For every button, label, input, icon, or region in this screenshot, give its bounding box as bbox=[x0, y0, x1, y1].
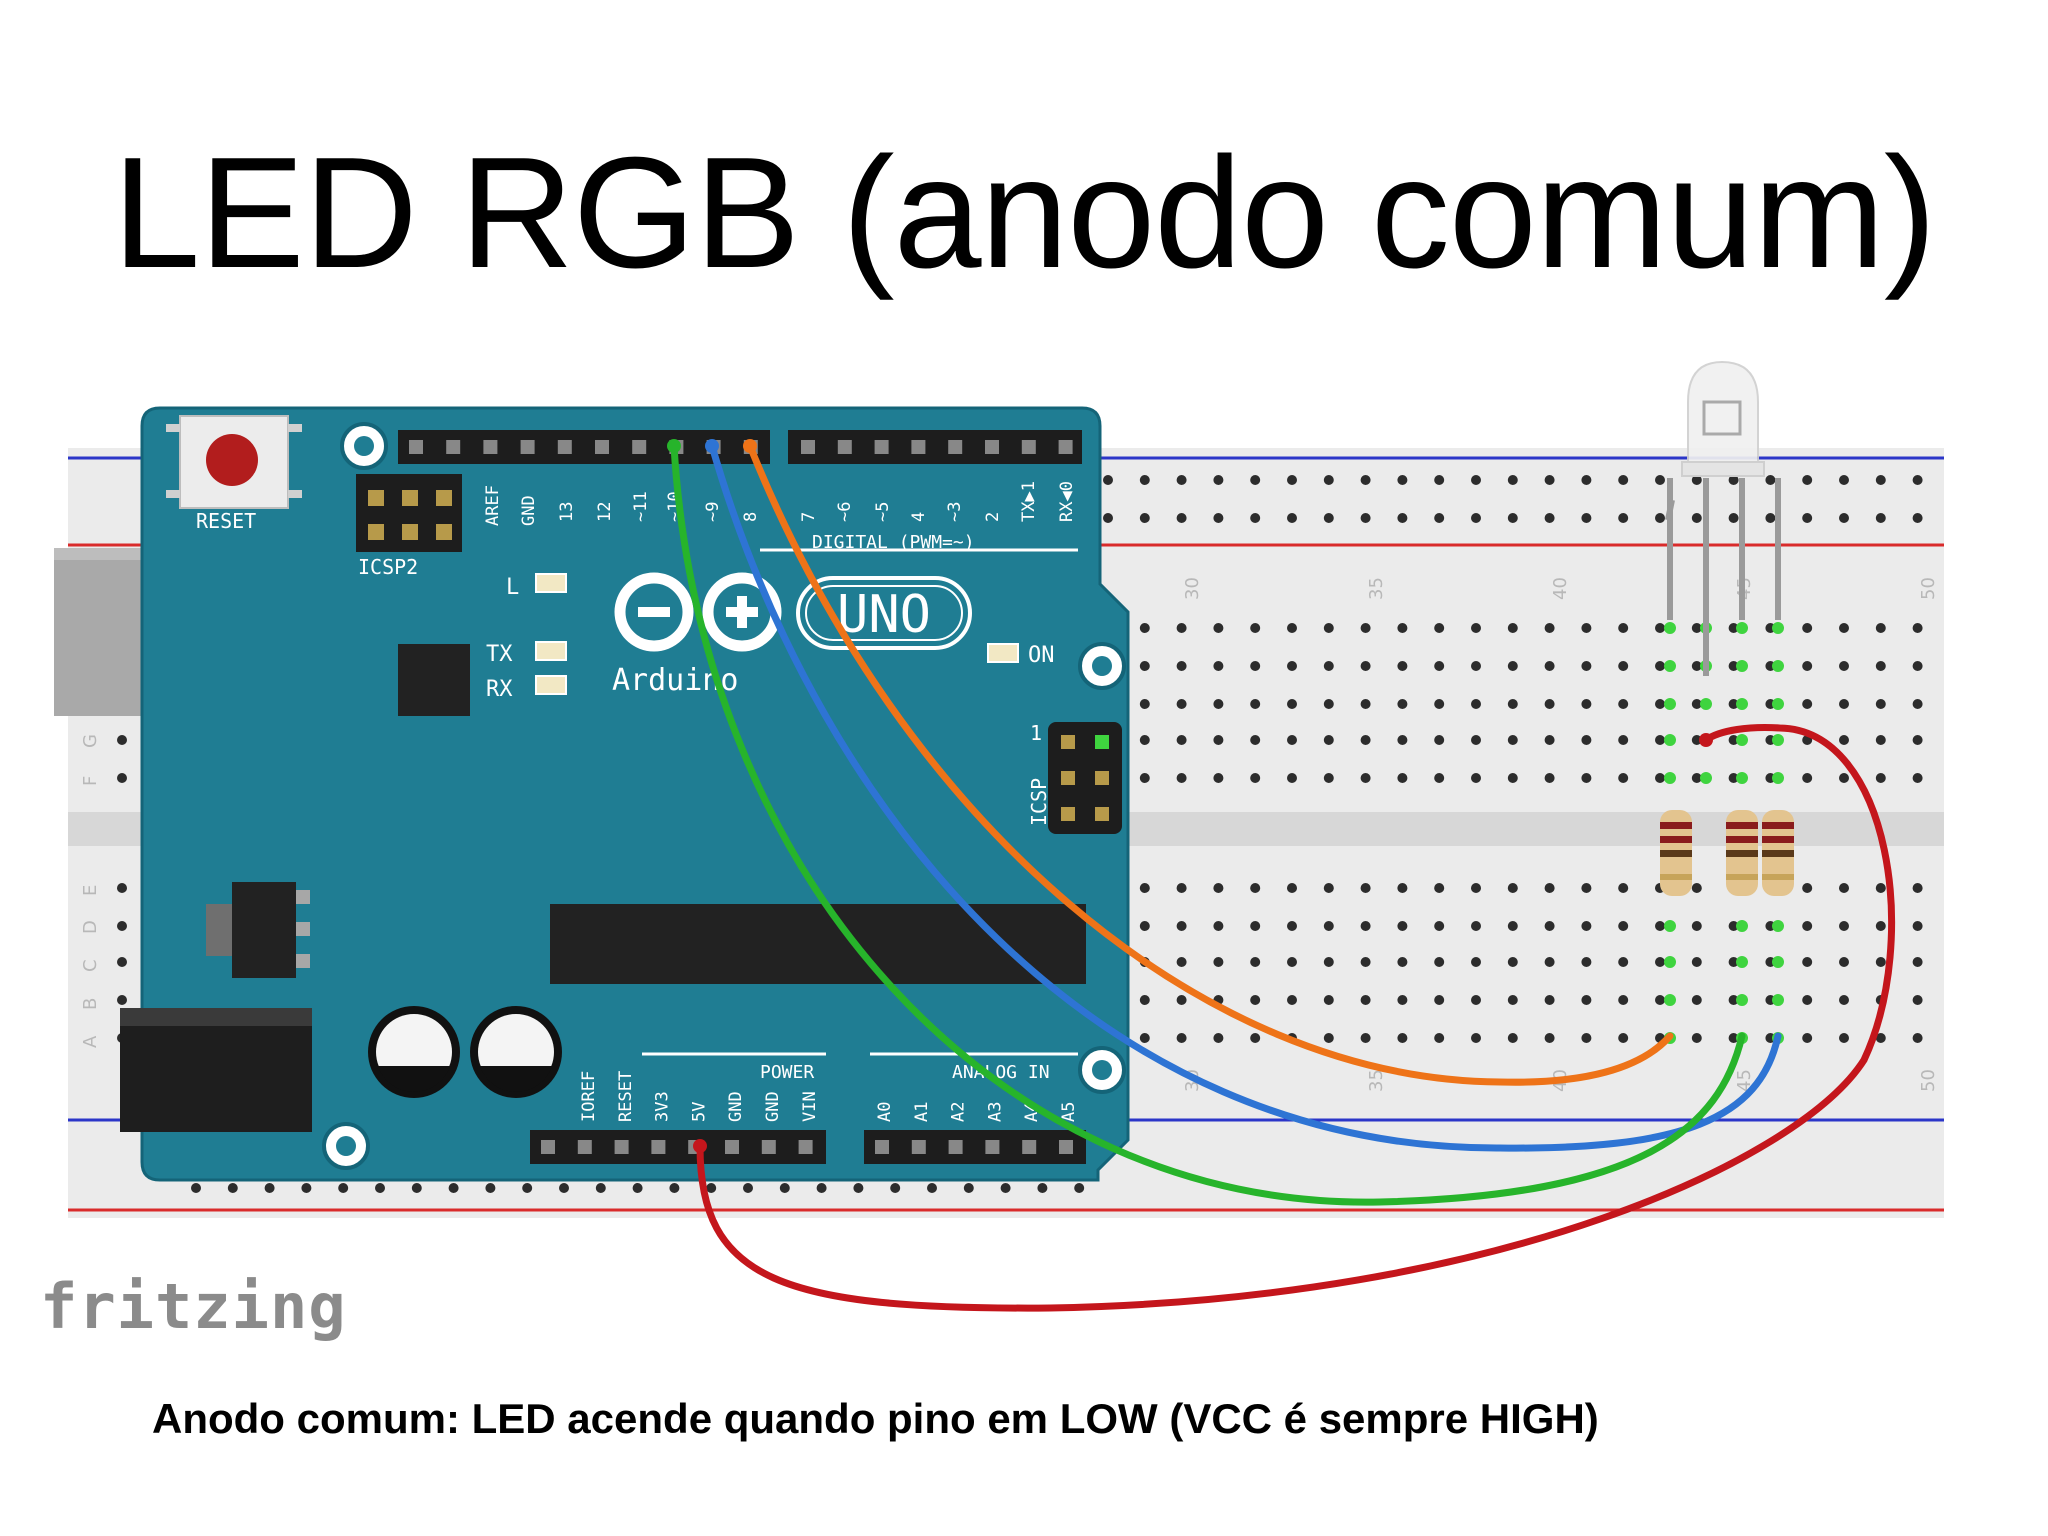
microcontroller-chip bbox=[550, 904, 1086, 984]
digital-header bbox=[398, 430, 1082, 464]
power-pin-label: 3V3 bbox=[653, 1091, 673, 1122]
led-tx bbox=[535, 641, 567, 661]
slide-caption: Anodo comum: LED acende quando pino em L… bbox=[152, 1395, 1599, 1442]
icsp-pin1-label: 1 bbox=[1030, 721, 1042, 745]
digital-pin-label: GND bbox=[519, 495, 539, 526]
led-tx-label: TX bbox=[486, 642, 513, 667]
board-model: UNO bbox=[837, 585, 931, 645]
power-pin-label: GND bbox=[726, 1091, 746, 1122]
digital-pin-label: 4 bbox=[909, 512, 929, 522]
power-pin-label: VIN bbox=[800, 1091, 820, 1122]
slide-title: LED RGB (anodo comum) bbox=[112, 125, 1936, 301]
power-header-label: POWER bbox=[760, 1062, 814, 1083]
resistor-left bbox=[1660, 810, 1692, 896]
usb-chip bbox=[398, 644, 470, 716]
led-l bbox=[535, 573, 567, 593]
row-letter-g: G bbox=[80, 734, 101, 748]
led-on bbox=[987, 643, 1019, 663]
breadboard-column-numbers-top: 30 35 40 45 50 bbox=[1182, 577, 1939, 600]
col-number-45-bottom: 45 bbox=[1734, 1069, 1755, 1092]
power-pin-labels: IOREF RESET 3V3 5V GND GND VIN bbox=[579, 1071, 820, 1122]
row-letter-c: C bbox=[80, 959, 101, 972]
breadboard-row-letters: G F E D C B A bbox=[80, 734, 101, 1048]
led-l-label: L bbox=[506, 575, 519, 600]
icsp2-header bbox=[356, 474, 462, 552]
icsp-header bbox=[1048, 722, 1122, 834]
arduino-board bbox=[140, 406, 1130, 1182]
power-pin-label: RESET bbox=[616, 1071, 636, 1122]
resistor-right bbox=[1762, 810, 1794, 896]
analog-pin-label: A5 bbox=[1059, 1102, 1079, 1122]
capacitor-1 bbox=[368, 1006, 460, 1098]
row-letter-e: E bbox=[80, 885, 101, 896]
digital-pin-label: RX◀0 bbox=[1057, 481, 1077, 522]
rgb-led bbox=[1665, 360, 1781, 676]
analog-pin-label: A3 bbox=[985, 1102, 1005, 1122]
analog-pin-label: A1 bbox=[912, 1102, 932, 1122]
row-letter-f: F bbox=[80, 776, 101, 786]
digital-pin-label: 7 bbox=[799, 512, 819, 522]
digital-pin-label: 2 bbox=[983, 512, 1003, 522]
voltage-regulator bbox=[206, 882, 310, 978]
col-number-50-bottom: 50 bbox=[1918, 1069, 1939, 1092]
fritzing-watermark: fritzing bbox=[40, 1270, 347, 1343]
row-letter-a: A bbox=[80, 1035, 101, 1048]
col-number-35-bottom: 35 bbox=[1366, 1069, 1387, 1092]
digital-pin-label: TX▶1 bbox=[1019, 481, 1039, 522]
analog-pin-label: A0 bbox=[875, 1102, 895, 1122]
led-on-label: ON bbox=[1028, 643, 1055, 668]
digital-pin-label: ~5 bbox=[873, 502, 893, 522]
power-pin-label: GND bbox=[763, 1091, 783, 1122]
blue-wire bbox=[708, 442, 1782, 1152]
digital-pin-label: AREF bbox=[483, 485, 503, 526]
col-number-35: 35 bbox=[1366, 577, 1387, 600]
col-number-50: 50 bbox=[1918, 577, 1939, 600]
icsp2-label: ICSP2 bbox=[358, 555, 418, 579]
green-wire bbox=[670, 442, 1746, 1206]
red-wire bbox=[696, 724, 1896, 1312]
wires bbox=[670, 442, 1896, 1312]
row-letter-b: B bbox=[80, 998, 101, 1010]
digital-pin-label: 13 bbox=[557, 502, 577, 522]
power-pin-label: 5V bbox=[689, 1102, 709, 1122]
row-letter-d: D bbox=[80, 920, 101, 934]
icsp-label: ICSP bbox=[1027, 778, 1051, 826]
led-rx-label: RX bbox=[486, 677, 513, 702]
wire-endpoints bbox=[667, 439, 1713, 1153]
digital-pin-label: 8 bbox=[741, 512, 761, 522]
digital-pin-label: ~6 bbox=[835, 502, 855, 522]
digital-pin-label: ~11 bbox=[631, 491, 651, 522]
digital-pin-label: 12 bbox=[595, 502, 615, 522]
digital-pin-label: ~3 bbox=[945, 502, 965, 522]
col-number-30: 30 bbox=[1182, 577, 1203, 600]
capacitor-2 bbox=[470, 1006, 562, 1098]
power-header bbox=[530, 1130, 1086, 1164]
digital-pin-label: ~9 bbox=[703, 502, 723, 522]
orange-wire bbox=[746, 442, 1674, 1086]
led-rx bbox=[535, 675, 567, 695]
resistor-middle bbox=[1726, 810, 1758, 896]
reset-button[interactable] bbox=[166, 415, 302, 509]
power-jack bbox=[120, 1008, 312, 1132]
col-number-40: 40 bbox=[1550, 577, 1571, 600]
analog-pin-label: A2 bbox=[949, 1102, 969, 1122]
reset-label: RESET bbox=[196, 509, 256, 533]
digital-header-label: DIGITAL (PWM=~) bbox=[812, 532, 975, 553]
power-pin-label: IOREF bbox=[579, 1071, 599, 1122]
